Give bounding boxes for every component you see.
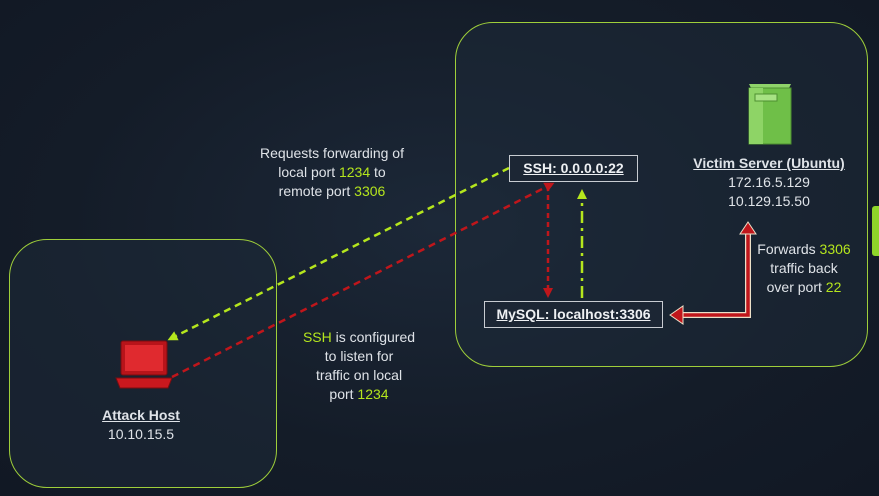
ssh-note-line-2: to listen for — [324, 348, 394, 364]
request-forwarding-line — [167, 166, 510, 341]
ssh-note-line-3: traffic on local — [315, 367, 403, 383]
laptop-icon — [115, 340, 173, 389]
attack-host-title: Attack Host — [102, 407, 180, 423]
forward-traffic-arrow — [669, 221, 757, 325]
request-forwarding-note: Requests forwarding of local port 1234 t… — [240, 144, 424, 201]
forward-note-line-2: traffic back — [770, 260, 838, 276]
server-icon — [748, 84, 792, 145]
forward-traffic-note: Forwards 3306 traffic back over port 22 — [748, 240, 860, 297]
attack-host-ip: 10.10.15.5 — [107, 426, 175, 442]
attack-host-label: Attack Host 10.10.15.5 — [66, 406, 216, 444]
victim-ip-external: 10.129.15.50 — [728, 193, 810, 209]
victim-server-label: Victim Server (Ubuntu) 172.16.5.129 10.1… — [679, 154, 859, 211]
ssh-listener-box: SSH: 0.0.0.0:22 — [509, 155, 638, 182]
request-note-line-1: Requests forwarding of — [260, 145, 404, 161]
ssh-note-line-4: port 1234 — [329, 386, 389, 402]
ssh-listen-note: SSH is configured to listen for traffic … — [284, 328, 434, 404]
side-scroll-tab[interactable] — [872, 206, 879, 256]
request-note-line-2: local port 1234 to — [278, 164, 386, 180]
listen-line — [171, 182, 555, 379]
request-note-line-3: remote port 3306 — [278, 183, 386, 199]
victim-server-title: Victim Server (Ubuntu) — [693, 155, 845, 171]
ssh-note-line-1: SSH is configured — [302, 329, 416, 345]
mysql-service-box: MySQL: localhost:3306 — [484, 301, 663, 328]
forward-note-line-3: over port 22 — [766, 279, 842, 295]
forward-note-line-1: Forwards 3306 — [757, 241, 851, 257]
victim-ip-internal: 172.16.5.129 — [728, 174, 810, 190]
